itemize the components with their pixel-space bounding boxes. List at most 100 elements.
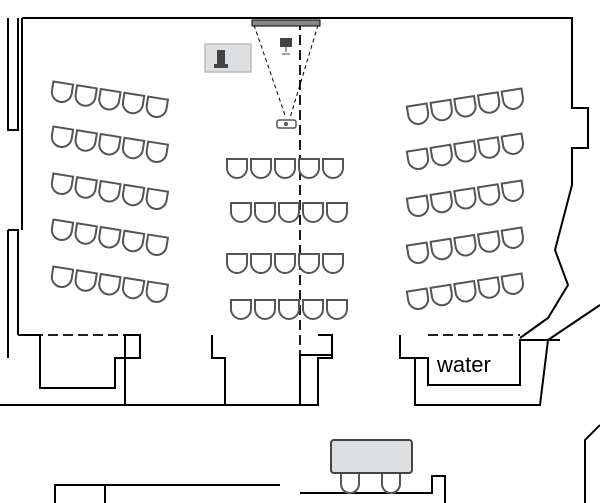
projector-screen <box>251 19 321 27</box>
chair <box>50 218 75 241</box>
lower-boundary-wall <box>0 334 333 406</box>
chair <box>230 299 252 320</box>
lower-table-group <box>330 439 413 494</box>
chair-row <box>230 299 348 320</box>
outer-wall <box>21 17 589 339</box>
chair <box>226 158 248 179</box>
chair-row <box>50 80 170 118</box>
chair-row <box>230 202 348 223</box>
chair <box>326 299 348 320</box>
chair <box>322 253 344 274</box>
chair <box>230 202 252 223</box>
chair-row <box>226 158 344 179</box>
chair-row <box>50 265 170 303</box>
chair <box>122 91 146 115</box>
chair <box>74 84 98 107</box>
chair <box>302 202 324 223</box>
chair <box>500 87 524 110</box>
chair <box>476 230 501 253</box>
chair <box>429 237 453 261</box>
podium-icon-body <box>217 50 225 65</box>
chair <box>254 299 276 320</box>
chair <box>145 95 170 118</box>
chair <box>98 225 122 249</box>
chair <box>500 179 524 202</box>
chair <box>453 279 477 303</box>
chair-row <box>50 172 170 210</box>
chair <box>98 87 122 111</box>
lower-right-wall <box>584 424 600 503</box>
chair <box>405 241 430 264</box>
seating-right-block <box>405 87 524 310</box>
stage-equipment <box>204 19 321 129</box>
chair <box>381 471 401 494</box>
projector-screen-icon <box>280 38 292 47</box>
chair <box>340 471 360 494</box>
chair <box>74 222 98 245</box>
chair <box>122 276 146 300</box>
chair-row <box>405 179 524 217</box>
chair <box>476 276 501 299</box>
left-stub-wall <box>7 229 19 358</box>
chair <box>500 132 524 155</box>
projection-beam <box>253 24 319 119</box>
chair <box>453 139 477 163</box>
projector-screen-icon-stand <box>282 47 290 55</box>
chair <box>274 253 296 274</box>
chair <box>298 253 320 274</box>
chair <box>429 283 453 307</box>
lower-left-wall <box>54 484 280 503</box>
chair <box>50 265 75 288</box>
podium-icon-base <box>214 64 228 68</box>
table-icon <box>330 439 413 474</box>
water-label: water <box>436 352 491 377</box>
chair <box>278 299 300 320</box>
chair <box>476 136 501 159</box>
chair <box>278 202 300 223</box>
chair <box>453 94 477 118</box>
chair-row <box>50 125 170 163</box>
chair <box>98 179 122 203</box>
projector-icon-lens <box>284 122 288 126</box>
chair-row <box>226 253 344 274</box>
chair <box>500 226 524 249</box>
chair-row <box>405 132 524 170</box>
chair <box>476 91 501 114</box>
chair <box>274 158 296 179</box>
chair <box>145 187 170 210</box>
chair <box>50 172 75 195</box>
chair-row <box>405 226 524 264</box>
left-pillar <box>7 18 19 131</box>
right-corridor-wall <box>547 304 600 341</box>
seating-left-block <box>50 80 170 303</box>
chair <box>302 299 324 320</box>
chair <box>405 147 430 170</box>
chair <box>145 280 170 303</box>
chair <box>74 269 98 292</box>
chair <box>405 194 430 217</box>
chair <box>250 158 272 179</box>
chair <box>429 190 453 214</box>
chair <box>145 233 170 256</box>
chair <box>122 136 146 160</box>
seating-center-block <box>226 158 348 320</box>
chair <box>74 176 98 199</box>
chair <box>476 183 501 206</box>
chair <box>453 233 477 257</box>
chair <box>98 272 122 296</box>
chair <box>405 287 430 310</box>
lower-center-wall <box>300 475 446 503</box>
chair <box>429 98 453 122</box>
chair <box>254 202 276 223</box>
chair <box>322 158 344 179</box>
chair <box>500 272 524 295</box>
chair <box>326 202 348 223</box>
chair <box>98 132 122 156</box>
left-alcove <box>18 334 141 405</box>
chair <box>74 129 98 152</box>
walls <box>0 17 600 503</box>
chair <box>453 186 477 210</box>
chair <box>122 183 146 207</box>
chair <box>298 158 320 179</box>
